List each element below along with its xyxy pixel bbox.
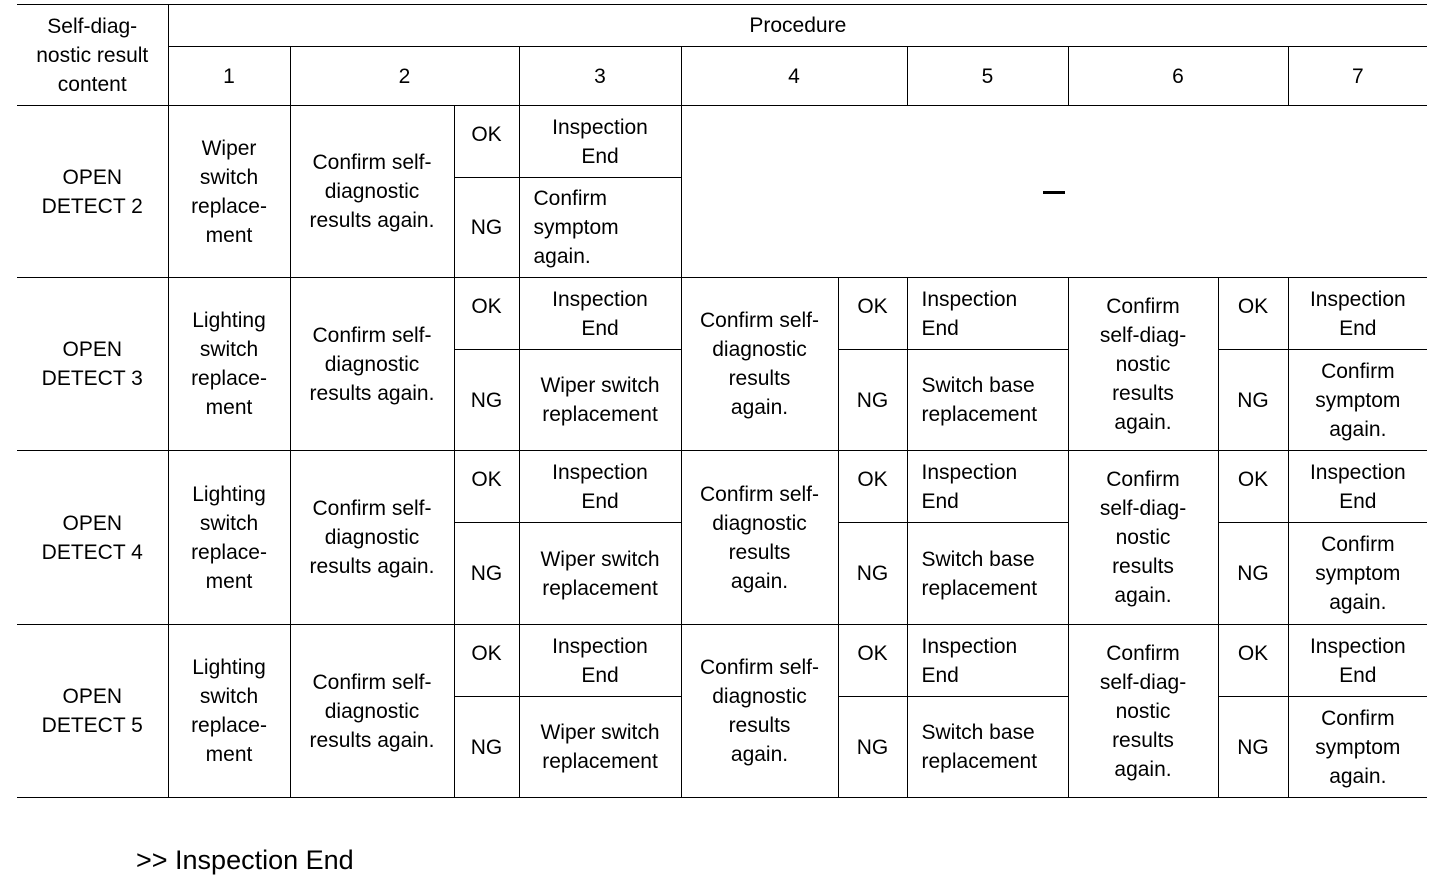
step2-cell: Confirm self- diagnostic results again. xyxy=(289,105,455,278)
step7-ng-cell: Confirm symptom again. xyxy=(1287,522,1428,625)
ng-label: NG xyxy=(453,696,520,798)
step5-ng-cell: Switch base replacement xyxy=(906,349,1069,451)
ok-label: OK xyxy=(453,105,520,178)
step5-ok-cell: Inspection End xyxy=(906,277,1069,350)
ok-label: OK xyxy=(1217,277,1289,350)
ok-label: OK xyxy=(1217,624,1289,697)
step4-cell: Confirm self- diagnostic results again. xyxy=(680,450,839,625)
row-name: OPEN DETECT 5 xyxy=(17,624,169,798)
ok-label: OK xyxy=(837,450,908,523)
row-name: OPEN DETECT 2 xyxy=(17,105,169,278)
header-step-5: 5 xyxy=(906,46,1069,106)
ng-label: NG xyxy=(453,177,520,278)
header-step-2: 2 xyxy=(289,46,520,106)
step1-cell: Lighting switch replace- ment xyxy=(167,624,291,798)
step7-ng-cell: Confirm symptom again. xyxy=(1287,349,1428,451)
step3-ok-cell: Inspection End xyxy=(518,624,682,697)
self-diagnostic-procedure-table: Self-diag- nostic result content Procedu… xyxy=(17,4,1428,798)
step3-ok-cell: Inspection End xyxy=(518,277,682,350)
header-result-content: Self-diag- nostic result content xyxy=(17,4,169,106)
header-step-4: 4 xyxy=(680,46,908,106)
step3-ng-cell: Confirm symptom again. xyxy=(518,177,682,278)
step1-cell: Wiper switch replace- ment xyxy=(167,105,291,278)
ng-label: NG xyxy=(453,522,520,625)
step2-cell: Confirm self- diagnostic results again. xyxy=(289,277,455,451)
step7-ok-cell: Inspection End xyxy=(1287,450,1428,523)
ng-label: NG xyxy=(1217,522,1289,625)
not-applicable-cell xyxy=(680,105,1428,278)
step6-cell: Confirm self-diag- nostic results again. xyxy=(1067,624,1219,798)
step5-ng-cell: Switch base replacement xyxy=(906,696,1069,798)
ok-label: OK xyxy=(1217,450,1289,523)
step7-ng-cell: Confirm symptom again. xyxy=(1287,696,1428,798)
dash-icon xyxy=(1043,190,1066,194)
ok-label: OK xyxy=(453,277,520,350)
ng-label: NG xyxy=(837,522,908,625)
header-step-3: 3 xyxy=(518,46,682,106)
step3-ok-cell: Inspection End xyxy=(518,105,682,178)
step3-ok-cell: Inspection End xyxy=(518,450,682,523)
header-step-6: 6 xyxy=(1067,46,1289,106)
ng-label: NG xyxy=(1217,349,1289,451)
step1-cell: Lighting switch replace- ment xyxy=(167,277,291,451)
step5-ok-cell: Inspection End xyxy=(906,450,1069,523)
header-procedure: Procedure xyxy=(167,4,1428,47)
row-name: OPEN DETECT 4 xyxy=(17,450,169,625)
ng-label: NG xyxy=(837,696,908,798)
ok-label: OK xyxy=(453,450,520,523)
ng-label: NG xyxy=(837,349,908,451)
step7-ok-cell: Inspection End xyxy=(1287,624,1428,697)
row-name: OPEN DETECT 3 xyxy=(17,277,169,451)
step3-ng-cell: Wiper switch replacement xyxy=(518,522,682,625)
step6-cell: Confirm self-diag- nostic results again. xyxy=(1067,450,1219,625)
footer-instruction: >> Inspection End xyxy=(136,845,354,875)
header-step-1: 1 xyxy=(167,46,291,106)
step7-ok-cell: Inspection End xyxy=(1287,277,1428,350)
step2-cell: Confirm self- diagnostic results again. xyxy=(289,624,455,798)
step3-ng-cell: Wiper switch replacement xyxy=(518,349,682,451)
step5-ok-cell: Inspection End xyxy=(906,624,1069,697)
step4-cell: Confirm self- diagnostic results again. xyxy=(680,624,839,798)
step1-cell: Lighting switch replace- ment xyxy=(167,450,291,625)
step5-ng-cell: Switch base replacement xyxy=(906,522,1069,625)
header-step-7: 7 xyxy=(1287,46,1428,106)
ok-label: OK xyxy=(837,277,908,350)
step2-cell: Confirm self- diagnostic results again. xyxy=(289,450,455,625)
step3-ng-cell: Wiper switch replacement xyxy=(518,696,682,798)
step6-cell: Confirm self-diag- nostic results again. xyxy=(1067,277,1219,451)
ng-label: NG xyxy=(1217,696,1289,798)
ok-label: OK xyxy=(453,624,520,697)
ng-label: NG xyxy=(453,349,520,451)
ok-label: OK xyxy=(837,624,908,697)
step4-cell: Confirm self- diagnostic results again. xyxy=(680,277,839,451)
